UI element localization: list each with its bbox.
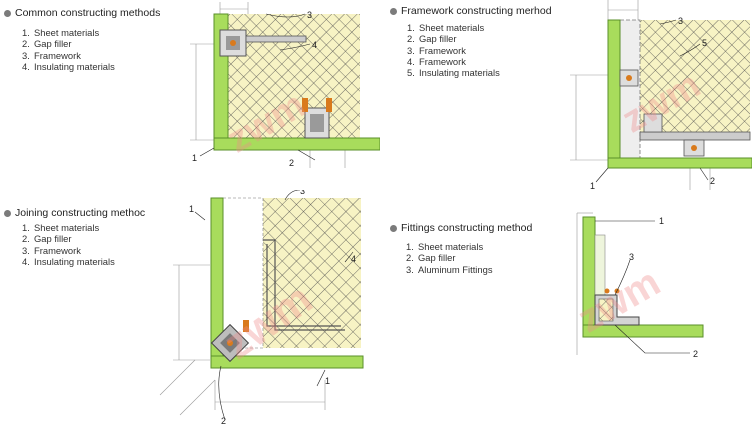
callout-leaders [199, 13, 316, 161]
list-item: 4.Framework [407, 55, 466, 67]
callout-leaders [194, 190, 354, 421]
callout-2: 2 [710, 176, 715, 186]
callout-leaders [595, 19, 709, 183]
callout-3: 3 [300, 190, 305, 196]
common-section-title: Common constructing methods [4, 7, 160, 19]
horizontal-sheet-panel [210, 355, 364, 369]
joining-item-list: 1.Sheet materials 2.Gap filler 3.Framewo… [22, 222, 115, 267]
list-item: 3.Framework [407, 44, 466, 56]
callout-4: 4 [312, 40, 317, 50]
list-item: 3.Aluminum Fittings [406, 263, 493, 275]
fittings-title-text: Fittings constructing method [401, 222, 533, 234]
common-title-text: Common constructing methods [15, 7, 161, 19]
framework-bar [639, 131, 751, 141]
list-item: 1.Sheet materials [406, 241, 484, 252]
fittings-item-list: 1.Sheet materials 2.Gap filler 3.Aluminu… [406, 241, 493, 275]
framework-joint-top [619, 69, 639, 87]
framework-profile [263, 239, 345, 331]
list-item: 4.Insulating materials [22, 60, 115, 72]
list-item: 2.Gap filler [407, 33, 457, 45]
insulation-block [228, 14, 360, 138]
vertical-sheet-panel [607, 19, 621, 169]
horizontal-sheet-panel [582, 324, 704, 338]
framework-bottom [302, 98, 332, 139]
joining-section-title: Joining constructing methoc [4, 207, 145, 219]
list-item: 2.Gap filler [22, 38, 72, 50]
callout-2: 2 [221, 416, 226, 426]
insulation-block [640, 20, 750, 132]
fittings-section-title: Fittings constructing method [390, 222, 532, 234]
callout-2: 2 [289, 158, 294, 168]
callout-1: 1 [192, 153, 197, 163]
callout-2: 2 [693, 349, 698, 359]
callout-1-top: 1 [189, 204, 194, 214]
corner-joint [210, 320, 250, 363]
callout-1: 1 [590, 181, 595, 191]
callout-4: 4 [351, 254, 356, 264]
dimension-lines [159, 264, 326, 416]
fittings-method-diagram: 1 3 2 zwm [571, 212, 704, 359]
callout-3: 3 [629, 252, 634, 262]
list-item: 4.Insulating materials [22, 255, 115, 267]
list-item: 2.Gap filler [22, 233, 72, 245]
joining-method-diagram: 3 4 1 2 1 zwm [159, 190, 364, 426]
list-item: 3.Framework [22, 49, 81, 61]
circle-bullet-icon [390, 7, 397, 15]
horizontal-sheet-panel [607, 157, 752, 169]
common-item-list: 1.Sheet materials 2.Gap filler 3.Framewo… [22, 27, 115, 72]
callout-3: 3 [307, 10, 312, 20]
callout-5: 5 [702, 38, 707, 48]
list-item: 1.Sheet materials [22, 222, 100, 233]
list-item: 1.Sheet materials [22, 27, 100, 38]
circle-bullet-icon [390, 224, 397, 232]
list-item: 5.Insulating materials [407, 67, 500, 79]
framework-method-diagram: 3 5 1 2 zwm [570, 0, 752, 191]
circle-bullet-icon [4, 9, 11, 17]
list-item: 3.Framework [22, 244, 81, 256]
framework-top [219, 29, 307, 57]
framework-section-title: Framework constructing merhod [390, 5, 552, 17]
aluminum-fitting [594, 288, 640, 326]
common-method-diagram: 3 4 1 2 zwm [190, 2, 380, 168]
circle-bullet-icon [4, 209, 11, 217]
callout-leaders [595, 220, 690, 354]
joining-title-text: Joining constructing methoc [15, 207, 146, 219]
list-item: 2.Gap filler [406, 252, 456, 264]
insulation-block [263, 198, 361, 348]
dimension-lines [576, 212, 593, 355]
callout-3: 3 [678, 16, 683, 26]
dimension-lines [570, 0, 711, 190]
list-item: 1.Sheet materials [407, 22, 485, 33]
framework-item-list: 1.Sheet materials 2.Gap filler 3.Framewo… [407, 22, 500, 78]
horizontal-sheet-panel [213, 137, 380, 151]
callout-1-bottom: 1 [325, 376, 330, 386]
framework-joint-bottom [643, 113, 705, 157]
callout-1: 1 [659, 216, 664, 226]
framework-title-text: Framework constructing merhod [401, 5, 552, 17]
